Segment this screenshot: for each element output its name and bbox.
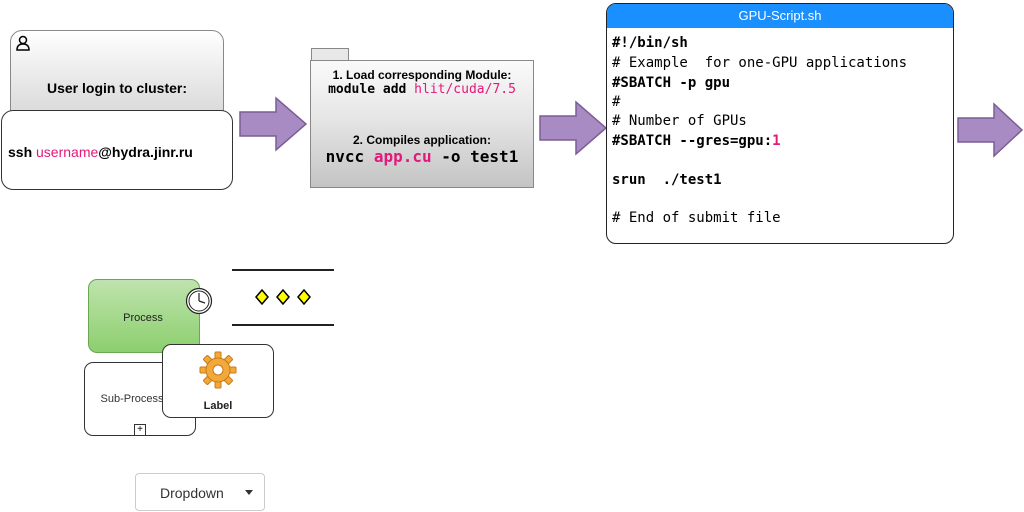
script-line: # End of submit file xyxy=(612,210,781,226)
login-command: ssh username@hydra.jinr.ru xyxy=(8,144,193,160)
script-gres: #SBATCH --gres=gpu: xyxy=(612,133,773,149)
login-command-box xyxy=(1,110,233,190)
diamond-icon xyxy=(255,289,269,305)
script-line: # Example for one-GPU applications xyxy=(612,55,908,71)
step2-cmd-text: nvcc xyxy=(325,147,374,166)
login-title: User login to cluster: xyxy=(46,80,188,96)
user-icon xyxy=(16,35,30,51)
step1-title: 1. Load corresponding Module: xyxy=(332,68,512,82)
module-step-box xyxy=(310,60,534,188)
subprocess-label: Sub-Process xyxy=(100,393,164,405)
dropdown-button[interactable] xyxy=(135,473,265,511)
step2-title: 2. Compiles application: xyxy=(352,133,492,147)
step2-command: nvcc app.cu -o test1 xyxy=(310,147,534,166)
caret-down-icon xyxy=(245,490,253,495)
step2-cmd-rest: -o test1 xyxy=(431,147,519,166)
script-line: #SBATCH -p gpu xyxy=(612,75,731,91)
step1-cmd-arg: hlit/cuda/7.5 xyxy=(414,82,516,97)
dropdown-label: Dropdown xyxy=(160,485,224,501)
script-line: # Number of GPUs xyxy=(612,113,747,129)
step1-command: module add hlit/cuda/7.5 xyxy=(310,82,534,97)
process-label: Process xyxy=(123,312,163,324)
script-line: #SBATCH --gres=gpu:1 xyxy=(612,133,781,149)
divider-line xyxy=(232,269,334,271)
timer-icon xyxy=(185,287,213,315)
arrow-right-icon xyxy=(539,100,608,156)
script-card xyxy=(606,3,954,244)
script-line: srun ./test1 xyxy=(612,172,722,188)
script-title: GPU-Script.sh xyxy=(607,4,953,28)
diamond-icon xyxy=(297,289,311,305)
script-line: # xyxy=(612,94,621,110)
process-task[interactable] xyxy=(88,279,200,353)
script-line: #!/bin/sh xyxy=(612,35,688,51)
label-card-text: Label xyxy=(203,400,233,412)
divider-line xyxy=(232,324,334,326)
login-cmd-prefix: ssh xyxy=(8,144,37,160)
expand-icon[interactable]: + xyxy=(134,424,146,436)
login-cmd-host: @hydra.jinr.ru xyxy=(98,144,193,160)
gear-icon xyxy=(199,351,237,389)
arrow-right-icon xyxy=(239,96,308,152)
arrow-right-icon xyxy=(957,102,1024,158)
script-gres-count: 1 xyxy=(772,133,781,149)
step1-cmd-text: module add xyxy=(328,82,415,97)
login-cmd-user: username xyxy=(36,144,99,160)
folder-tab xyxy=(311,48,349,61)
step2-cmd-file: app.cu xyxy=(373,147,432,166)
diamond-icon xyxy=(276,289,290,305)
